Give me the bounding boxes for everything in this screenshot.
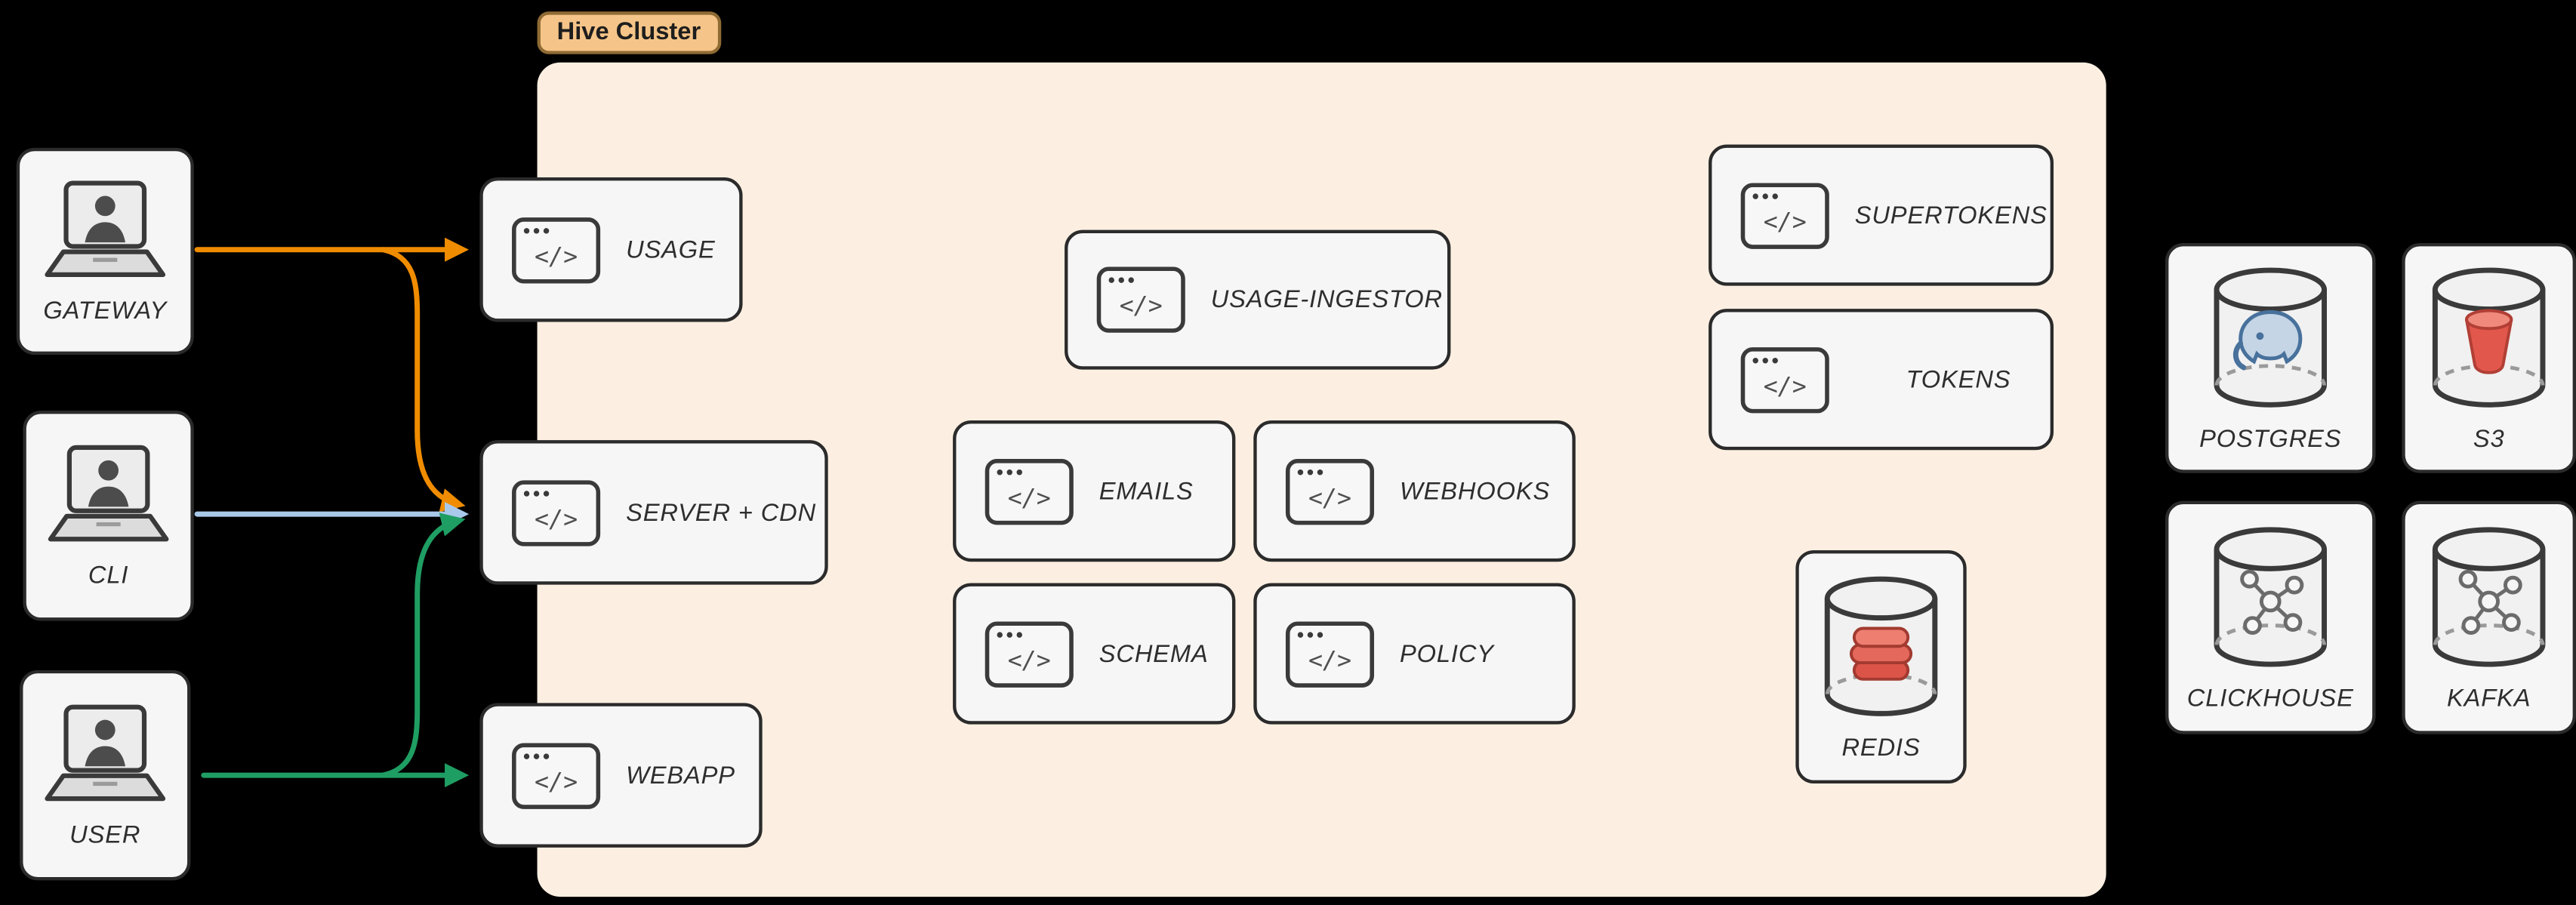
node-label: SCHEMA	[1098, 639, 1209, 668]
client-node-user: USER	[20, 670, 191, 881]
edge-gateway-to-server-cdn	[380, 247, 466, 513]
code-window-icon	[1739, 346, 1830, 413]
laptop-user-icon	[38, 702, 172, 807]
datastore-node-clickhouse: CLICKHOUSE	[2165, 500, 2376, 734]
code-window-icon	[511, 216, 602, 283]
code-window-icon	[1095, 266, 1186, 334]
service-node-supertokens: SUPERTOKENS	[1709, 144, 2054, 286]
edge-user-to-server-cdn	[380, 513, 466, 778]
code-window-icon	[984, 620, 1074, 687]
service-node-webapp: WEBAPP	[479, 703, 763, 848]
service-node-policy: POLICY	[1253, 583, 1576, 725]
node-label: SERVER + CDN	[626, 498, 817, 527]
node-label: KAFKA	[2446, 685, 2531, 713]
service-node-redis: REDIS	[1795, 549, 1967, 783]
service-node-usage: USAGE	[479, 177, 743, 322]
node-label: POLICY	[1399, 639, 1494, 668]
datastore-node-postgres: POSTGRES	[2165, 243, 2376, 473]
service-node-webhooks: WEBHOOKS	[1253, 420, 1576, 562]
datastore-node-s3: S3	[2402, 243, 2576, 473]
postgres-database-icon	[2203, 263, 2337, 412]
hive-cluster-badge-label: Hive Cluster	[556, 17, 701, 46]
node-label: CLI	[88, 561, 129, 589]
node-label: USER	[69, 820, 141, 848]
node-label: POSTGRES	[2199, 425, 2342, 454]
code-window-icon	[1285, 620, 1376, 687]
node-label: WEBAPP	[626, 761, 735, 790]
s3-bucket-database-icon	[2421, 263, 2556, 412]
service-node-server-cdn: SERVER + CDN	[479, 440, 828, 585]
node-label: SUPERTOKENS	[1854, 201, 2048, 229]
redis-database-icon	[1813, 571, 1948, 721]
code-window-icon	[511, 479, 602, 546]
node-label: TOKENS	[1906, 365, 2011, 394]
node-label: S3	[2473, 425, 2505, 454]
node-label: USAGE	[626, 235, 716, 264]
node-label: CLICKHOUSE	[2186, 685, 2354, 713]
code-window-icon	[984, 457, 1074, 525]
code-window-icon	[1739, 181, 1830, 248]
kafka-database-icon	[2421, 522, 2556, 672]
laptop-user-icon	[38, 178, 172, 283]
node-label: USAGE-INGESTOR	[1210, 285, 1443, 314]
code-window-icon	[1285, 457, 1376, 525]
datastore-node-kafka: KAFKA	[2402, 500, 2576, 734]
node-label: WEBHOOKS	[1399, 477, 1551, 506]
laptop-user-icon	[41, 442, 175, 547]
client-node-cli: CLI	[23, 411, 194, 621]
code-window-icon	[511, 741, 602, 808]
client-node-gateway: GATEWAY	[16, 147, 194, 356]
service-node-tokens: TOKENS	[1709, 309, 2054, 451]
service-node-emails: EMAILS	[953, 420, 1236, 562]
service-node-usage-ingestor: USAGE-INGESTOR	[1065, 229, 1451, 370]
node-label: EMAILS	[1098, 477, 1194, 506]
clickhouse-database-icon	[2203, 522, 2337, 672]
node-label: GATEWAY	[43, 296, 168, 325]
service-node-schema: SCHEMA	[953, 583, 1236, 725]
node-label: REDIS	[1841, 734, 1921, 762]
hive-cluster-badge: Hive Cluster	[537, 11, 721, 54]
